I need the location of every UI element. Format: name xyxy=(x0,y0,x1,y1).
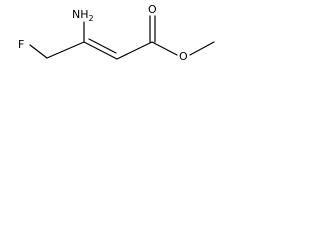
atom-label-ester-oxygen: O xyxy=(179,50,188,63)
atom-label-amino: NH2 xyxy=(72,8,94,23)
bond-c3-c2 xyxy=(83,41,118,60)
atom-labels: NH2 F O O xyxy=(18,3,188,63)
atom-label-carbonyl-oxygen: O xyxy=(148,3,157,16)
bond-ch2-c3 xyxy=(46,41,85,59)
bond-f-ch2 xyxy=(29,44,48,59)
structure-diagram: NH2 F O O xyxy=(18,3,215,63)
bond-c3-c2-second xyxy=(88,38,117,54)
bond-c2-c1 xyxy=(116,41,153,60)
amino-subscript: 2 xyxy=(89,14,94,23)
bond-c1-o-ester xyxy=(151,41,178,56)
atom-label-fluorine: F xyxy=(18,38,24,51)
amino-text: NH xyxy=(72,8,89,21)
bond-o-methyl xyxy=(189,41,215,56)
bonds xyxy=(29,15,215,60)
